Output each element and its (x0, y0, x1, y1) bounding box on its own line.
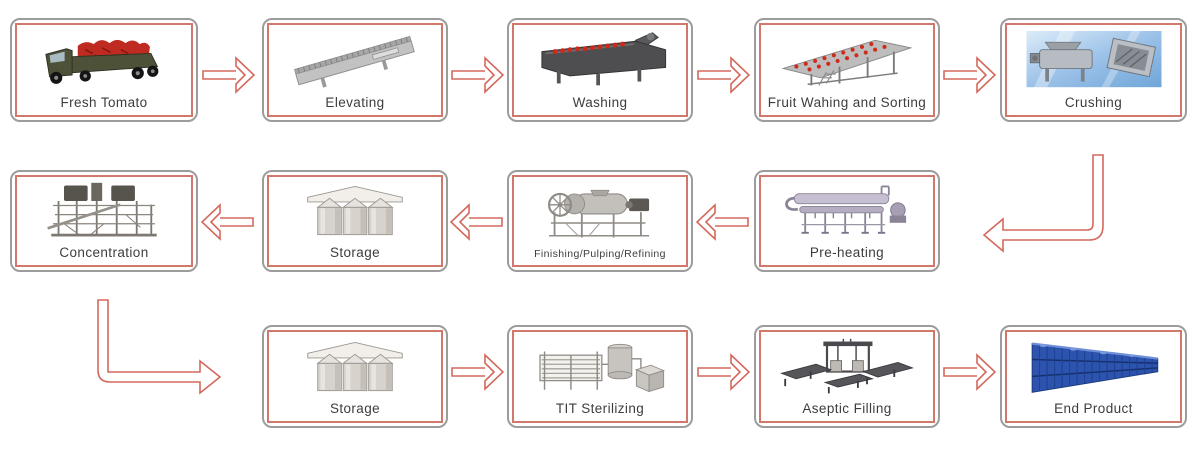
station-label: Washing (572, 95, 628, 110)
aseptic-filler-icon (761, 332, 933, 401)
station-storage-2: Storage (262, 170, 448, 272)
station-label: Finishing/Pulping/Refining (534, 248, 666, 260)
station-crushing: Crushing (1000, 18, 1187, 122)
flow-arrow-left-icon (450, 203, 503, 241)
station-label: End Product (1054, 401, 1133, 416)
station-aseptic-filling: Aseptic Filling (754, 325, 940, 428)
flow-arrow-left-icon (201, 203, 254, 241)
station-storage-3: Storage (262, 325, 448, 428)
blue-drums-icon (1007, 332, 1180, 401)
crushing-machines-photo-icon (1007, 25, 1180, 95)
station-finishing-pulping-refining: Finishing/Pulping/Refining (507, 170, 693, 272)
flow-arrow-right-icon (451, 56, 504, 94)
station-label: Fruit Wahing and Sorting (767, 95, 927, 110)
station-label: Concentration (59, 245, 149, 260)
pulping-machine-icon (514, 177, 686, 248)
flow-arrow-left-icon (696, 203, 749, 241)
flow-arrow-right-icon (202, 56, 255, 94)
station-washing: Washing (507, 18, 693, 122)
storage-silos-icon (269, 332, 441, 401)
washing-machine-icon (514, 25, 686, 95)
flow-arrow-right-icon (943, 56, 996, 94)
station-label: Storage (329, 245, 381, 260)
station-elevating: Elevating (262, 18, 448, 122)
storage-silos-icon (269, 177, 441, 245)
station-label: Fresh Tomato (60, 95, 148, 110)
station-label: Pre-heating (809, 245, 885, 260)
preheater-tubes-icon (761, 177, 933, 245)
flow-arrow-right-icon (451, 353, 504, 391)
station-end-product: End Product (1000, 325, 1187, 428)
connector-arrow-crushing-to-preheating-icon (982, 154, 1104, 253)
flow-arrow-right-icon (697, 56, 750, 94)
evaporator-tower-icon (17, 177, 191, 245)
station-pre-heating: Pre-heating (754, 170, 940, 272)
station-tit-sterilizing: TIT Sterilizing (507, 325, 693, 428)
elevating-conveyor-icon (269, 25, 441, 95)
tomato-truck-icon (17, 25, 191, 95)
station-label: Aseptic Filling (802, 401, 892, 416)
flow-arrow-right-icon (943, 353, 996, 391)
station-fruit-washing-sorting: Fruit Wahing and Sorting (754, 18, 940, 122)
station-label: TIT Sterilizing (555, 401, 645, 416)
station-concentration: Concentration (10, 170, 198, 272)
station-label: Storage (329, 401, 381, 416)
connector-arrow-concentration-to-storage-icon (97, 299, 222, 395)
flow-arrow-right-icon (697, 353, 750, 391)
sterilizer-unit-icon (514, 332, 686, 401)
sorting-conveyor-icon (761, 25, 933, 95)
station-fresh-tomato: Fresh Tomato (10, 18, 198, 122)
station-label: Elevating (325, 95, 385, 110)
station-label: Crushing (1064, 95, 1123, 110)
